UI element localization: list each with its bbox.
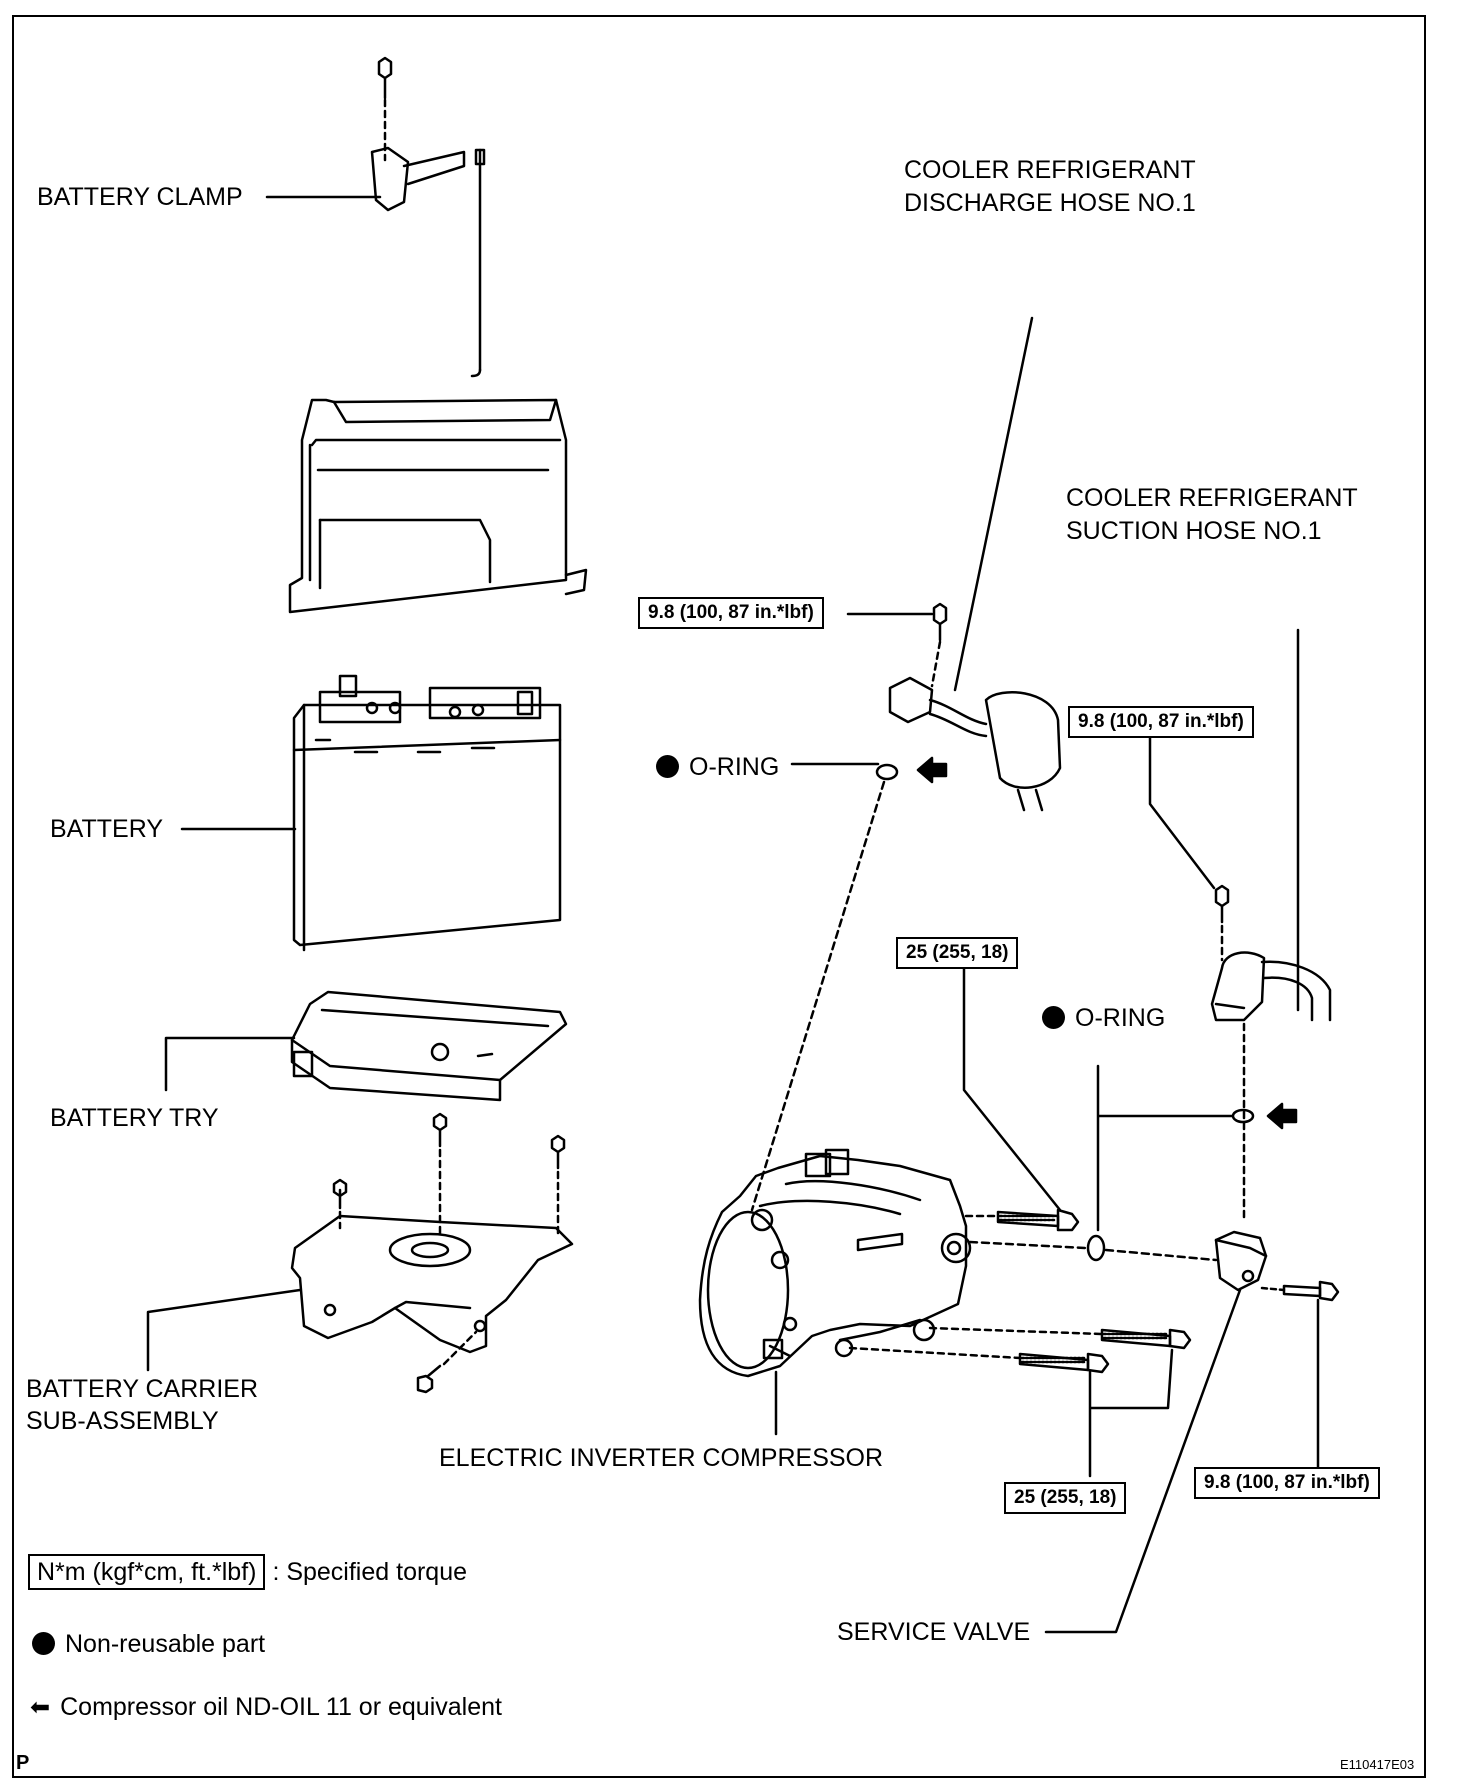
battery-tray-drawing <box>290 990 568 1102</box>
suction-hose-drawing <box>1210 884 1332 1222</box>
legend-torque-unit: N*m (kgf*cm, ft.*lbf) <box>28 1554 266 1590</box>
label-battery-clamp: BATTERY CLAMP <box>37 183 243 211</box>
label-o-ring-upper: O-RING <box>656 751 779 783</box>
discharge-hose-leader <box>953 316 1034 692</box>
compressor-drawing <box>698 1148 972 1378</box>
label-o-ring-lower: O-RING <box>1042 1002 1165 1034</box>
battery-carrier-drawing <box>290 1214 574 1354</box>
oil-arrow-lower <box>1266 1102 1298 1130</box>
label-battery-tray: BATTERY TRY <box>50 1104 219 1132</box>
legend-torque: N*m (kgf*cm, ft.*lbf) : Specified torque <box>28 1554 467 1590</box>
discharge-to-compressor-dashed <box>750 780 886 1212</box>
suction-torque-leader <box>1148 736 1216 890</box>
figure-id: E110417E03 <box>1340 1757 1415 1772</box>
o-ring-lower-leader <box>1096 1064 1234 1232</box>
torque-service-valve-bolt: 9.8 (100, 87 in.*lbf) <box>1194 1467 1380 1499</box>
legend-torque-desc: : Specified torque <box>272 1558 468 1586</box>
legend-non-reusable-text: Non-reusable part <box>65 1630 266 1658</box>
o-ring-upper <box>875 763 899 781</box>
legend-compressor-oil: ⬅ Compressor oil ND-OIL 11 or equivalent <box>30 1691 502 1724</box>
non-reusable-dot-icon <box>656 755 679 778</box>
battery-carrier-leader <box>146 1288 302 1372</box>
torque-hose-bolt: 25 (255, 18) <box>896 937 1019 969</box>
o-ring-lower-text: O-RING <box>1075 1004 1166 1032</box>
hose-bolt-torque-leader <box>962 966 1062 1212</box>
battery-cover-drawing <box>288 398 588 614</box>
service-valve-drawing <box>1214 1230 1340 1302</box>
label-suction-hose-line1: COOLER REFRIGERANT <box>1066 484 1358 512</box>
torque-suction-bolt: 9.8 (100, 87 in.*lbf) <box>1068 706 1254 738</box>
label-discharge-hose-line2: DISCHARGE HOSE NO.1 <box>904 189 1196 217</box>
label-battery-carrier-line2: SUB-ASSEMBLY <box>26 1407 219 1435</box>
battery-tray-leader <box>164 1036 296 1092</box>
battery-clamp-drawing <box>370 56 486 378</box>
figure-frame <box>12 15 1426 1778</box>
non-reusable-dot-icon <box>1042 1006 1065 1029</box>
non-reusable-dot-icon <box>32 1632 55 1655</box>
label-service-valve: SERVICE VALVE <box>837 1618 1031 1646</box>
battery-carrier-bolts <box>332 1112 566 1394</box>
discharge-hose-drawing <box>888 602 1062 812</box>
service-valve-leader <box>1044 1288 1242 1634</box>
footer-code: P <box>16 1752 30 1774</box>
mount-bolts-torque-leader <box>1088 1348 1174 1478</box>
label-compressor: ELECTRIC INVERTER COMPRESSOR <box>439 1444 884 1472</box>
label-battery-carrier-line1: BATTERY CARRIER <box>26 1375 258 1403</box>
oil-arrow-icon: ⬅ <box>30 1694 51 1721</box>
o-ring-upper-text: O-RING <box>689 753 780 781</box>
o-ring-to-valve-dashed <box>1104 1248 1218 1262</box>
legend-compressor-oil-text: Compressor oil ND-OIL 11 or equivalent <box>60 1693 502 1721</box>
torque-mount-bolts: 25 (255, 18) <box>1004 1482 1127 1514</box>
mount-bolts <box>848 1326 1192 1374</box>
label-suction-hose-line2: SUCTION HOSE NO.1 <box>1066 517 1322 545</box>
compressor-to-valve-dashed <box>968 1240 1088 1250</box>
legend-non-reusable: Non-reusable part <box>32 1628 265 1660</box>
hose-bolt <box>964 1208 1080 1232</box>
label-battery: BATTERY <box>50 815 163 843</box>
o-ring-compressor <box>1086 1234 1106 1262</box>
label-discharge-hose-line1: COOLER REFRIGERANT <box>904 156 1196 184</box>
torque-discharge-bolt: 9.8 (100, 87 in.*lbf) <box>638 597 824 629</box>
battery-drawing <box>292 674 562 952</box>
oil-arrow-upper <box>916 756 948 784</box>
